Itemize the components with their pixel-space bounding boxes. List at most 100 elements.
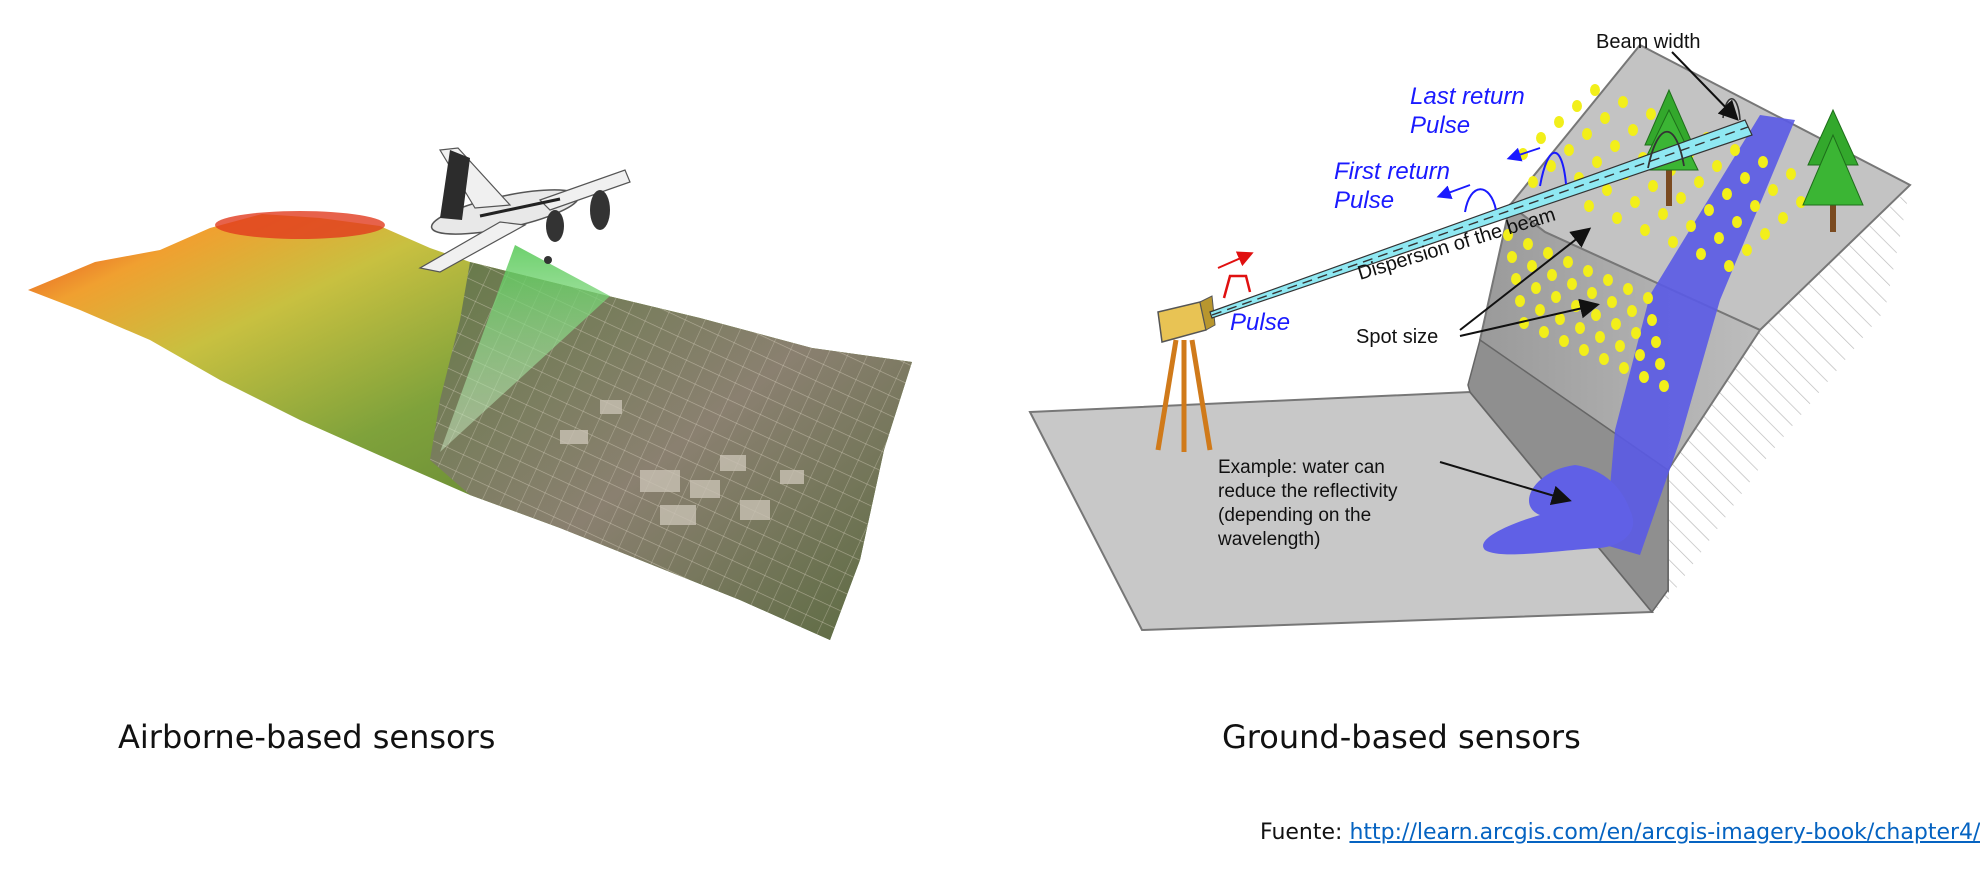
laser-spots bbox=[1503, 84, 1824, 392]
example-label-line1: Example: water can bbox=[1218, 457, 1385, 478]
laser-spot bbox=[1547, 269, 1557, 281]
laser-spot bbox=[1668, 236, 1678, 248]
laser-spot bbox=[1612, 212, 1622, 224]
laser-spot bbox=[1563, 256, 1573, 268]
airborne-caption: Airborne-based sensors bbox=[118, 718, 496, 756]
laser-spot bbox=[1722, 188, 1732, 200]
water-pool bbox=[1483, 465, 1634, 555]
laser-spot bbox=[1575, 322, 1585, 334]
laser-spot bbox=[1579, 344, 1589, 356]
laser-spot bbox=[1607, 296, 1617, 308]
laser-spot bbox=[1511, 273, 1521, 285]
laser-spot bbox=[1639, 371, 1649, 383]
laser-spot bbox=[1559, 335, 1569, 347]
laser-spot bbox=[1551, 291, 1561, 303]
laser-spot bbox=[1631, 327, 1641, 339]
laser-spot bbox=[1676, 192, 1686, 204]
example-label-line3: (depending on the bbox=[1218, 505, 1371, 526]
laser-spot bbox=[1599, 353, 1609, 365]
laser-spot bbox=[1618, 96, 1628, 108]
beam-end-pulse-icon bbox=[1647, 131, 1685, 169]
laser-spot bbox=[1732, 216, 1742, 228]
laser-spot bbox=[1600, 112, 1610, 124]
spot-size-label: Spot size bbox=[1356, 326, 1438, 348]
laser-spot bbox=[1590, 84, 1600, 96]
laser-spot bbox=[1714, 232, 1724, 244]
laser-spot bbox=[1591, 309, 1601, 321]
laser-spot bbox=[1523, 238, 1533, 250]
laser-spot bbox=[1515, 295, 1525, 307]
first-return-label-line2: Pulse bbox=[1334, 187, 1394, 214]
laser-spot bbox=[1527, 260, 1537, 272]
example-label-line4: wavelength) bbox=[1217, 529, 1320, 550]
laser-spot bbox=[1555, 313, 1565, 325]
laser-spot bbox=[1635, 349, 1645, 361]
laser-spot bbox=[1610, 140, 1620, 152]
laser-spot bbox=[1651, 336, 1661, 348]
laser-spot bbox=[1758, 156, 1768, 168]
laser-spot bbox=[1592, 156, 1602, 168]
laser-spot bbox=[1627, 305, 1637, 317]
laser-spot bbox=[1760, 228, 1770, 240]
laser-spot bbox=[1564, 144, 1574, 156]
laser-spot bbox=[1503, 229, 1513, 241]
airplane-icon bbox=[418, 147, 631, 273]
laser-spot bbox=[1554, 116, 1564, 128]
laser-spot bbox=[1694, 176, 1704, 188]
laser-spot bbox=[1531, 282, 1541, 294]
laser-spot bbox=[1712, 160, 1722, 172]
laser-spot bbox=[1567, 278, 1577, 290]
beam-width-label: Beam width bbox=[1596, 31, 1701, 53]
laser-spot bbox=[1546, 160, 1556, 172]
laser-spot bbox=[1740, 172, 1750, 184]
waterfall bbox=[1605, 115, 1795, 555]
ground-caption: Ground-based sensors bbox=[1222, 718, 1581, 756]
scan-cone bbox=[440, 245, 610, 452]
laser-spot bbox=[1507, 251, 1517, 263]
laser-beam bbox=[1209, 119, 1753, 319]
laser-spot bbox=[1768, 184, 1778, 196]
laser-spot bbox=[1528, 176, 1538, 188]
terrain-peak bbox=[215, 211, 385, 239]
pulse-label: Pulse bbox=[1230, 309, 1290, 336]
laser-spot bbox=[1628, 124, 1638, 136]
cliff-hatching bbox=[1652, 188, 1910, 612]
laser-spot bbox=[1640, 224, 1650, 236]
laser-spot bbox=[1643, 292, 1653, 304]
airborne-scene bbox=[28, 147, 912, 640]
first-return-pulse-icon bbox=[1464, 188, 1497, 213]
laser-spot bbox=[1543, 247, 1553, 259]
ground-scene: Beam width Last return Pulse First retur… bbox=[1028, 31, 1912, 632]
source-link[interactable]: http://learn.arcgis.com/en/arcgis-imager… bbox=[1349, 820, 1980, 845]
laser-spot bbox=[1572, 100, 1582, 112]
laser-spot bbox=[1778, 212, 1788, 224]
laser-spot bbox=[1587, 287, 1597, 299]
laser-spot bbox=[1623, 283, 1633, 295]
source-citation: Fuente: http://learn.arcgis.com/en/arcgi… bbox=[1260, 820, 1980, 845]
first-return-label-line1: First return bbox=[1334, 158, 1450, 185]
laser-spot bbox=[1535, 304, 1545, 316]
laser-spot bbox=[1742, 244, 1752, 256]
last-return-label-line1: Last return bbox=[1410, 83, 1525, 110]
laser-spot bbox=[1655, 358, 1665, 370]
laser-spot bbox=[1611, 318, 1621, 330]
laser-spot bbox=[1658, 208, 1668, 220]
source-prefix: Fuente: bbox=[1260, 820, 1350, 845]
laser-spot bbox=[1646, 108, 1656, 120]
laser-spot bbox=[1603, 274, 1613, 286]
laser-spot bbox=[1724, 260, 1734, 272]
tree-icon-right bbox=[1802, 108, 1864, 232]
laser-spot bbox=[1630, 196, 1640, 208]
laser-spot bbox=[1582, 128, 1592, 140]
laser-spot bbox=[1750, 200, 1760, 212]
outgoing-pulse-icon bbox=[1222, 274, 1252, 299]
laser-spot bbox=[1686, 220, 1696, 232]
laser-spot bbox=[1602, 184, 1612, 196]
laser-spot bbox=[1619, 362, 1629, 374]
example-label-line2: reduce the reflectivity bbox=[1218, 481, 1398, 502]
laser-spot bbox=[1786, 168, 1796, 180]
laser-spot bbox=[1696, 248, 1706, 260]
laser-spot bbox=[1647, 314, 1657, 326]
laser-spot bbox=[1704, 204, 1714, 216]
